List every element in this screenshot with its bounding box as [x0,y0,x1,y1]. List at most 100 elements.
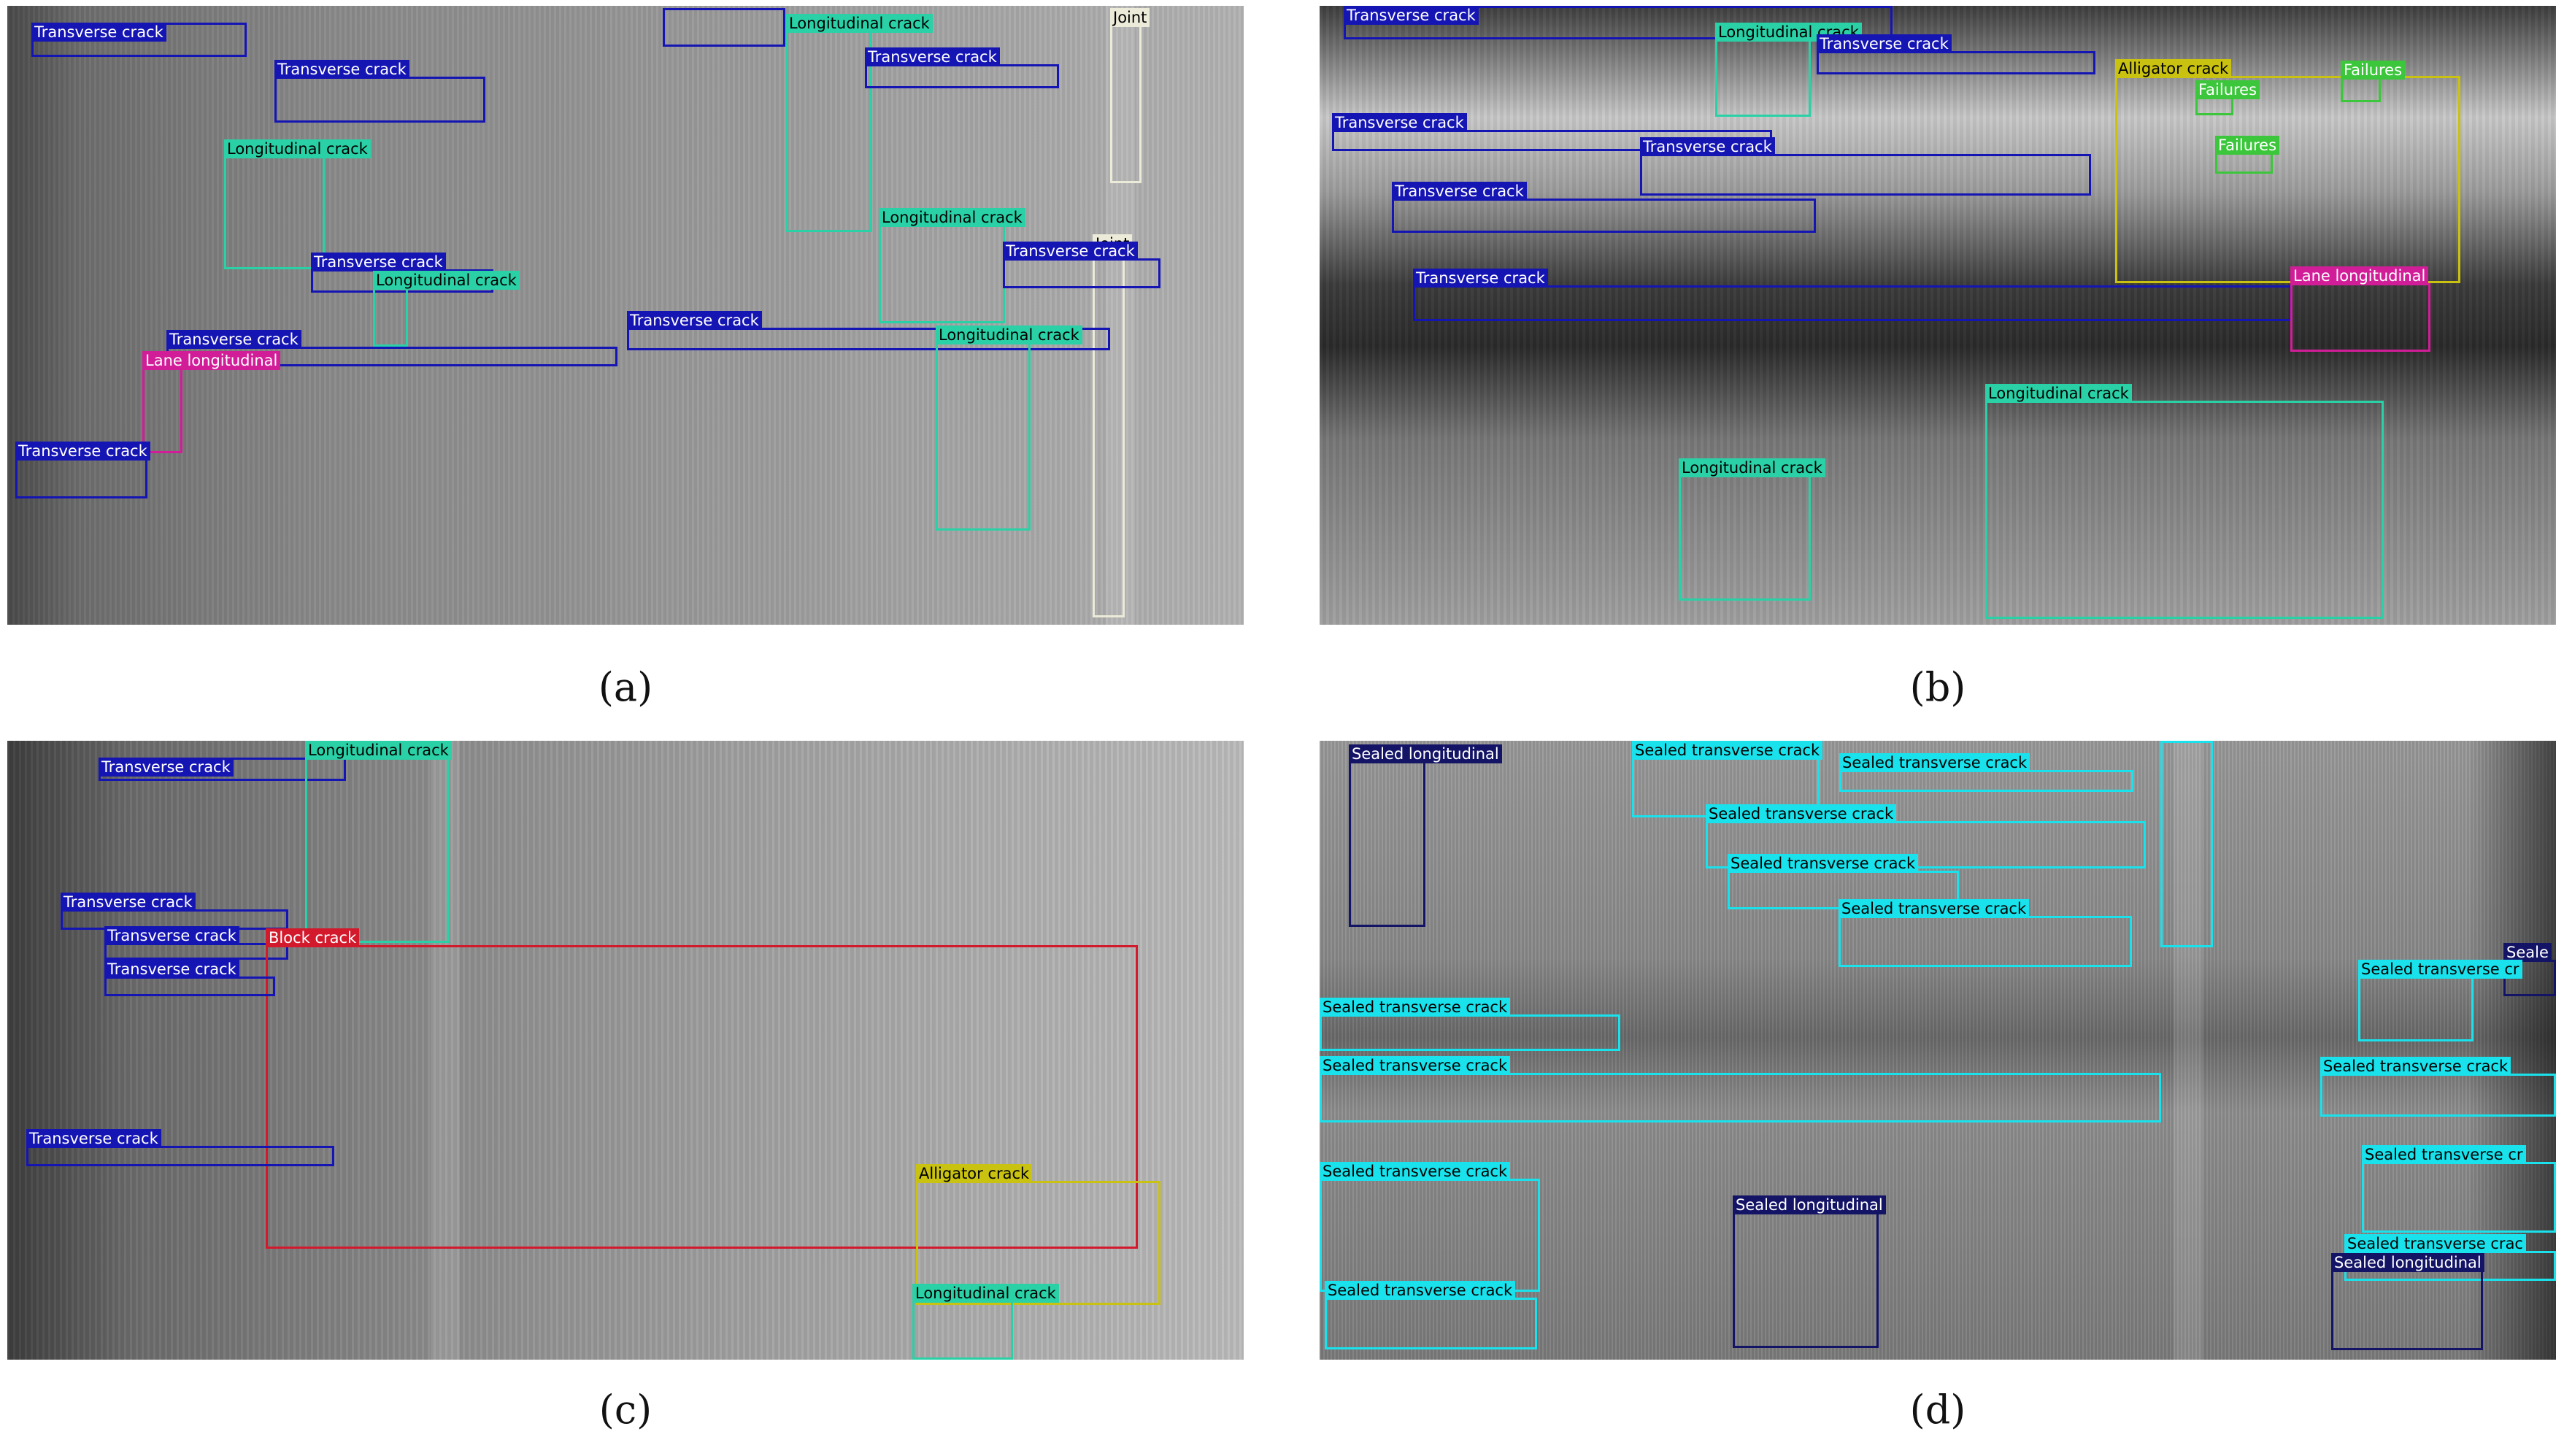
detection-box: Sealed transverse crac [2344,1234,2556,1281]
detection-box: Transverse crack [1392,182,1816,233]
detection-label: Transverse crack [104,926,239,945]
detection-label: Transverse crack [26,1129,161,1148]
detection-label: Failures [2195,80,2260,99]
detection-label: Transverse crack [1332,113,1467,132]
detection-label: Sealed transverse crack [2320,1057,2511,1076]
pavement-texture [1320,6,2556,625]
detection-label: Longitudinal crack [224,139,371,158]
detection-box: Longitudinal crack [305,741,452,943]
detection-box: Sealed transverse crack [1320,1162,1540,1292]
detection-label: Longitudinal crack [936,326,1082,344]
detection-label: Longitudinal crack [1985,384,2132,403]
detection-label: Sealed longitudinal [2331,1253,2484,1272]
detection-label: Transverse crack [274,60,409,79]
detection-label: Transverse crack [1640,137,1775,156]
detection-box: Transverse crack [104,960,275,996]
detection-box: Sealed transverse crack [1320,1056,2161,1122]
detection-label: Joint [1110,8,1150,27]
detection-box: Transverse crack [627,311,1110,350]
detection-box: Sealed transverse crack [1320,998,1620,1051]
detection-box: Transverse crack [274,60,485,123]
detection-box [2160,741,2213,947]
detection-box: Failures [2341,61,2406,102]
detection-box: Transverse crack [1640,137,2091,196]
detection-label: Sealed transverse crack [1728,854,1919,873]
detection-box: Lane longitudinal [2290,266,2430,352]
detection-box: Transverse crack [1817,34,2095,74]
detection-box: Sealed transverse crack [1839,899,2132,967]
detection-box: Transverse crack [865,47,1059,88]
detection-label: Transverse crack [1817,34,1952,53]
caption-c: (c) [598,1387,652,1433]
detection-box: Transverse crack [1003,242,1160,288]
detection-box: Transverse crack [31,23,247,57]
detection-label: Transverse crack [1003,242,1138,261]
detection-box: Longitudinal crack [1985,384,2384,619]
caption-d: (d) [1909,1387,1966,1433]
detection-box: Transverse crack [26,1129,334,1166]
detection-label: Sealed transverse crack [1320,1056,1511,1075]
detection-label: Longitudinal crack [786,14,933,33]
detection-box [663,8,785,47]
detection-box: Sealed transverse crack [1839,753,2133,792]
detection-label: Sealed transverse crack [1706,804,1897,823]
detection-box: Failures [2195,80,2260,115]
detection-label: Sealed transverse crac [2344,1234,2526,1253]
detection-box: Sealed transverse crack [1632,741,1823,817]
detection-box: Transverse crack [166,330,617,366]
detection-label: Failures [2215,136,2280,155]
detection-box: Longitudinal crack [224,139,371,269]
pavement-texture [7,6,1244,625]
detection-box: Transverse crack [1344,6,1893,39]
detection-box: Longitudinal crack [373,271,520,347]
detection-label: Failures [2341,61,2406,80]
detection-box: Block crack [266,928,1138,1249]
detection-label: Longitudinal crack [912,1284,1059,1303]
detection-label: Longitudinal crack [305,741,452,760]
caption-a: (a) [598,664,653,710]
detection-label: Transverse crack [1344,6,1479,25]
detection-box: Joint [1093,234,1133,617]
detection-label: Sealed transverse crack [1839,753,2030,772]
detection-label: Sealed transverse crack [1325,1281,1516,1300]
detection-box: Sealed longitudinal [2331,1253,2484,1350]
detection-label: Sealed transverse crack [1320,998,1511,1017]
detection-box: Sealed transverse crack [1706,804,2146,868]
detection-label: Transverse crack [1392,182,1527,201]
detection-label: Lane longitudinal [2290,266,2429,285]
detection-label: Sealed transverse crack [1632,741,1823,760]
detection-label: Longitudinal crack [879,208,1025,227]
detection-label: Transverse crack [627,311,762,330]
detection-label: Longitudinal crack [1679,458,1825,477]
detection-box: Sealed transverse cr [2362,1145,2556,1233]
detection-box: Transverse crack [104,926,288,960]
detection-label: Transverse crack [311,253,446,271]
detection-box: Transverse crack [99,758,346,781]
detection-box: Longitudinal crack [786,14,933,232]
detection-label: Lane longitudinal [142,351,281,370]
detection-label: Transverse crack [99,758,234,777]
detection-label: Sealed transverse crack [1320,1162,1511,1181]
detection-box: Failures [2215,136,2280,174]
detection-label: Block crack [266,928,360,947]
detection-label: Sealed longitudinal [1349,744,1502,763]
detection-box: Transverse crack [61,893,288,930]
detection-label: Transverse crack [1413,269,1548,288]
detection-box: Longitudinal crack [936,326,1082,531]
detection-box: Sealed transverse crack [1325,1281,1537,1349]
detection-label: Longitudinal crack [373,271,520,290]
detection-label: Transverse crack [15,442,150,461]
bright-streak [431,741,460,1360]
detection-box: Joint [1110,8,1150,183]
detection-box: Transverse crack [15,442,150,498]
detection-box: Alligator crack [916,1164,1160,1305]
detection-box: Sealed transverse cr [2358,960,2522,1041]
detection-box: Alligator crack [2115,59,2460,283]
detection-box: Sealed transverse crack [2320,1057,2556,1117]
detection-box: Transverse crack [311,253,493,293]
detection-label: Transverse crack [166,330,301,349]
detection-label: Transverse crack [865,47,1000,66]
